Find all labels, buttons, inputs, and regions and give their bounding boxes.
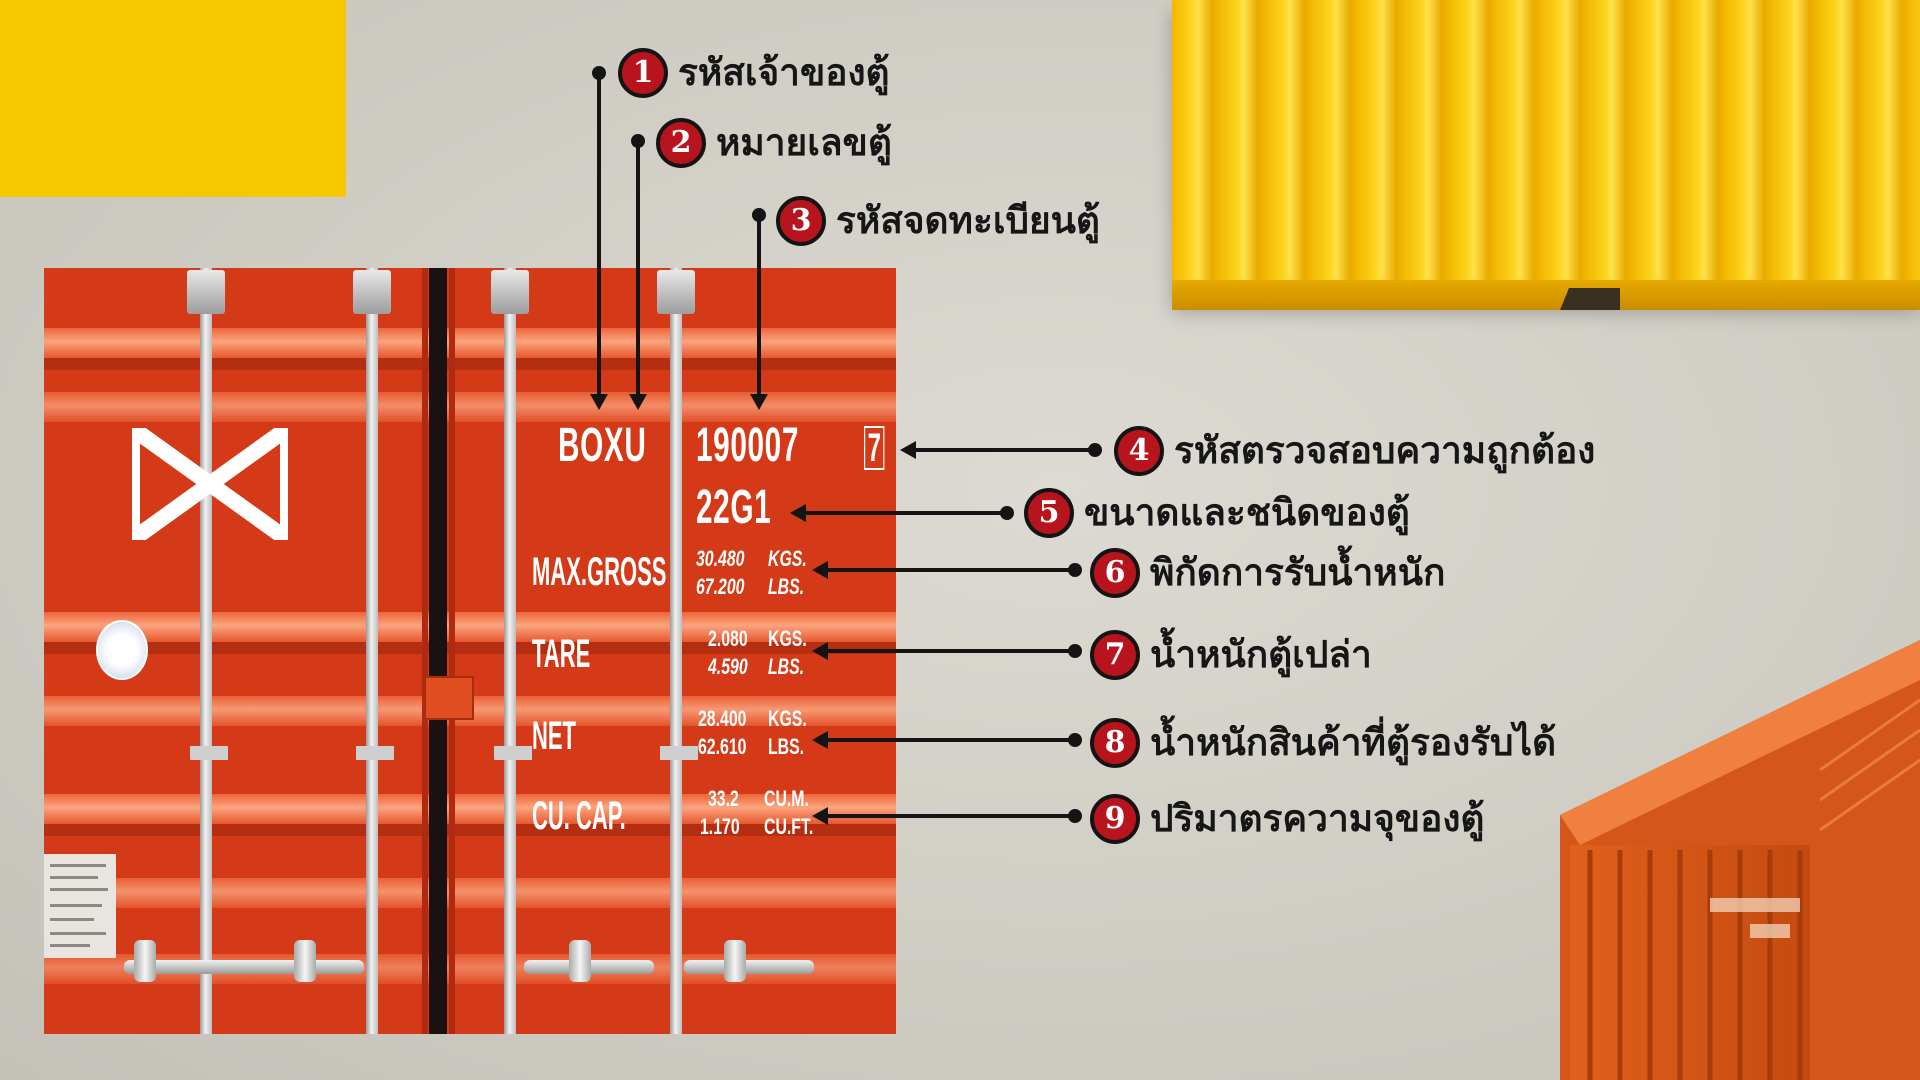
max-gross-lbs: 67.200 bbox=[696, 574, 745, 599]
max-gross-kgs: 30.480 bbox=[696, 546, 745, 571]
unit-kgs: KGS. bbox=[768, 706, 807, 731]
net-label: NET bbox=[532, 714, 576, 758]
callout-9-arrow bbox=[812, 807, 828, 825]
door-seam bbox=[429, 268, 447, 1034]
size-type-code: 22G1 bbox=[696, 481, 772, 534]
callout-9-label: ปริมาตรความจุของตู้ bbox=[1150, 797, 1485, 840]
unit-cuft: CU.FT. bbox=[764, 814, 814, 839]
tare-kgs: 2.080 bbox=[708, 626, 748, 651]
callout-1-label: รหัสเจ้าของตู้ bbox=[678, 51, 890, 94]
container-door-image: BOXU 190007 7 22G1 MAX.GROSS 30.480 KGS.… bbox=[44, 268, 896, 1034]
callout-2-arrow bbox=[629, 394, 647, 410]
callout-4-dot bbox=[1088, 443, 1102, 457]
callout-1-line bbox=[597, 72, 601, 394]
callout-5-badge: 5 bbox=[1024, 488, 1074, 538]
callout-1-badge: 1 bbox=[618, 48, 668, 98]
callout-6-dot bbox=[1068, 563, 1082, 577]
yellow-container-notch bbox=[1560, 288, 1620, 310]
yellow-container-base bbox=[1172, 280, 1920, 310]
tare-label: TARE bbox=[532, 632, 591, 676]
door-handle bbox=[124, 960, 254, 974]
max-gross-label: MAX.GROSS bbox=[532, 550, 667, 594]
tare-lbs: 4.590 bbox=[708, 654, 748, 679]
callout-3-badge: 3 bbox=[776, 196, 826, 246]
yellow-container-wall bbox=[1172, 0, 1920, 300]
door-latch bbox=[424, 676, 474, 720]
unit-cum: CU.M. bbox=[764, 786, 809, 811]
unit-kgs: KGS. bbox=[768, 626, 807, 651]
door-handle bbox=[684, 960, 814, 974]
callout-9-dot bbox=[1068, 809, 1082, 823]
callout-5-arrow bbox=[790, 504, 806, 522]
callout-2-label: หมายเลขตู้ bbox=[716, 121, 892, 164]
callout-4-label: รหัสตรวจสอบความถูกต้อง bbox=[1174, 429, 1596, 472]
cu-cap-label: CU. CAP. bbox=[532, 794, 626, 838]
callout-5-dot bbox=[1000, 506, 1014, 520]
unit-lbs: LBS. bbox=[768, 654, 805, 679]
callout-9-line bbox=[828, 814, 1076, 818]
callout-6-label: พิกัดการรับน้ำหนัก bbox=[1150, 551, 1446, 594]
callout-7-badge: 7 bbox=[1090, 630, 1140, 680]
callout-8-arrow bbox=[812, 731, 828, 749]
cu-cap-cuft: 1.170 bbox=[700, 814, 740, 839]
carrier-logo bbox=[132, 428, 288, 540]
data-plate bbox=[44, 854, 116, 958]
serial-number: 190007 bbox=[696, 419, 800, 472]
callout-8-dot bbox=[1068, 733, 1082, 747]
unit-lbs: LBS. bbox=[768, 734, 805, 759]
unit-kgs: KGS. bbox=[768, 546, 807, 571]
unit-lbs: LBS. bbox=[768, 574, 805, 599]
callout-6-line bbox=[828, 568, 1076, 572]
callout-3-arrow bbox=[750, 394, 768, 410]
callout-1-arrow bbox=[590, 394, 608, 410]
callout-8-label: น้ำหนักสินค้าที่ตู้รองรับได้ bbox=[1150, 721, 1557, 764]
net-lbs: 62.610 bbox=[698, 734, 747, 759]
certification-seal bbox=[96, 620, 148, 680]
callout-6-badge: 6 bbox=[1090, 548, 1140, 598]
callout-4-badge: 4 bbox=[1114, 426, 1164, 476]
cu-cap-cum: 33.2 bbox=[708, 786, 739, 811]
owner-code: BOXU bbox=[558, 419, 647, 472]
callout-7-dot bbox=[1068, 644, 1082, 658]
callout-5-label: ขนาดและชนิดของตู้ bbox=[1084, 491, 1410, 534]
callout-7-arrow bbox=[812, 642, 828, 660]
callout-2-badge: 2 bbox=[656, 118, 706, 168]
callout-5-line bbox=[806, 511, 1008, 515]
callout-3-label: รหัสจดทะเบียนตู้ bbox=[836, 199, 1100, 242]
callout-4-line bbox=[916, 448, 1094, 452]
callout-2-line bbox=[636, 140, 640, 394]
callout-7-label: น้ำหนักตู้เปล่า bbox=[1150, 633, 1372, 676]
callout-4-arrow bbox=[900, 441, 916, 459]
check-digit: 7 bbox=[864, 426, 885, 470]
callout-3-line bbox=[757, 214, 761, 394]
callout-9-badge: 9 bbox=[1090, 794, 1140, 844]
callout-7-line bbox=[828, 649, 1076, 653]
net-kgs: 28.400 bbox=[698, 706, 747, 731]
orange-container-image bbox=[1560, 640, 1920, 1080]
callout-8-line bbox=[828, 738, 1076, 742]
callout-8-badge: 8 bbox=[1090, 718, 1140, 768]
yellow-corner-block bbox=[0, 0, 346, 197]
callout-6-arrow bbox=[812, 561, 828, 579]
